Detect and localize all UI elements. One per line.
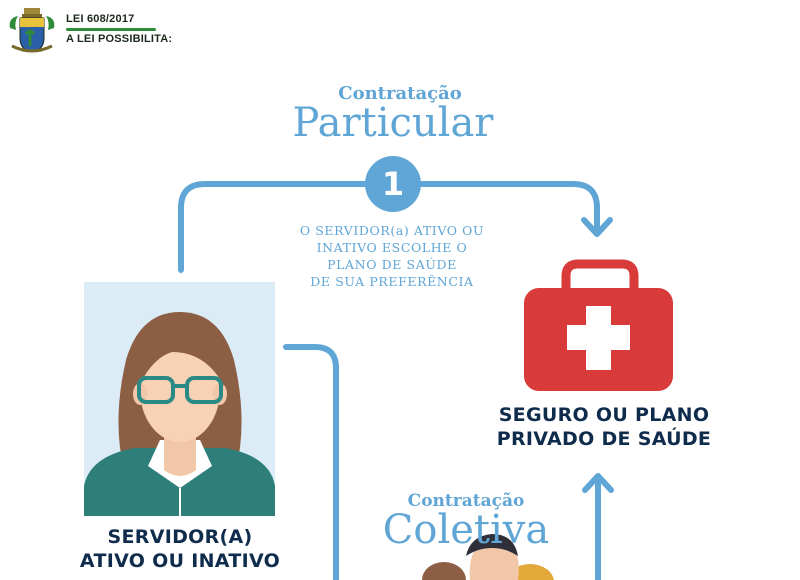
step-circle <box>365 156 421 212</box>
municipal-crest-icon <box>9 8 55 53</box>
law-subtitle: A LEI POSSIBILITA: <box>66 33 173 45</box>
collective-up-arrowhead <box>582 473 614 493</box>
law-title-underline <box>66 28 156 31</box>
servant-caption-line: ATIVO OU INATIVO <box>79 550 281 572</box>
description-line: PLANO DE SAÚDE <box>327 257 457 272</box>
servant-avatar <box>84 282 275 516</box>
collective-contract-label-small: Contratação <box>407 491 525 511</box>
private-contract-label-big: Particular <box>292 100 494 146</box>
description-line: DE SUA PREFERÊNCIA <box>310 274 474 289</box>
law-title: LEI 608/2017 <box>66 13 135 25</box>
step-number: 1 <box>381 165 405 203</box>
collective-flow-line <box>283 344 339 580</box>
health-plan-caption: SEGURO OU PLANO PRIVADO DE SAÚDE <box>464 403 744 451</box>
private-flow-arrowhead <box>581 217 613 237</box>
header: LEI 608/2017 A LEI POSSIBILITA: <box>0 0 260 56</box>
health-plan-caption-line: PRIVADO DE SAÚDE <box>496 428 712 450</box>
group-of-people-icon <box>422 534 554 580</box>
first-aid-kit-icon <box>524 259 673 391</box>
description-line: INATIVO ESCOLHE O <box>316 240 468 255</box>
servant-caption-line: SERVIDOR(A) <box>107 526 253 548</box>
private-contract-description: O SERVIDOR(a) ATIVO OU INATIVO ESCOLHE O… <box>280 222 504 290</box>
collective-contract-label-big: Coletiva <box>382 507 550 553</box>
description-line: O SERVIDOR(a) ATIVO OU <box>299 223 485 238</box>
servant-caption: SERVIDOR(A) ATIVO OU INATIVO <box>40 525 320 573</box>
private-contract-label-small: Contratação <box>338 83 462 104</box>
health-plan-caption-line: SEGURO OU PLANO <box>498 404 710 426</box>
